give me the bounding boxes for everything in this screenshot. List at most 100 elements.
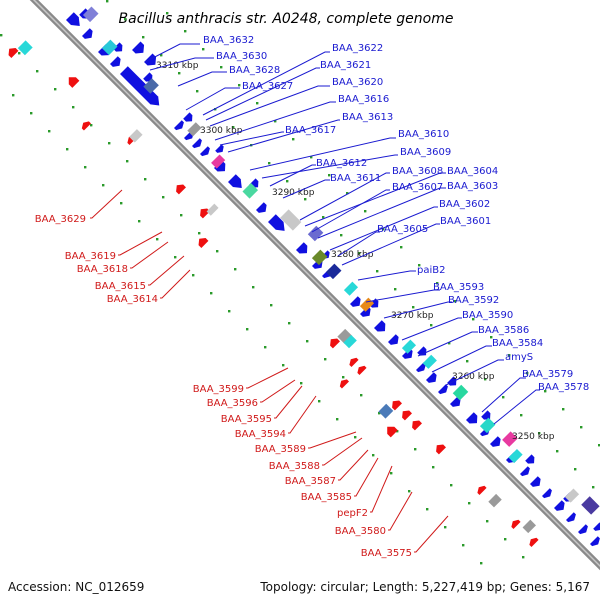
guide-dot [472, 318, 475, 321]
forward-gene [578, 524, 588, 535]
guide-dot [462, 544, 465, 547]
gene-label: BAA_3608 [392, 166, 443, 177]
guide-dot [30, 112, 33, 115]
feature-box [337, 328, 353, 344]
guide-dot [544, 390, 547, 393]
guide-dot [0, 34, 3, 37]
guide-dot [364, 210, 367, 213]
guide-dot [376, 270, 379, 273]
forward-gene [350, 296, 361, 307]
guide-dot [120, 202, 123, 205]
dotted-guides [0, 0, 600, 565]
guide-dot [210, 292, 213, 295]
guide-dot [436, 282, 439, 285]
guide-dot [426, 508, 429, 511]
guide-dot [382, 228, 385, 231]
guide-dot [192, 274, 195, 277]
guide-dot [18, 52, 21, 55]
guide-dot [480, 562, 483, 565]
guide-dot [360, 394, 363, 397]
forward-gene [110, 56, 121, 67]
gene-label: BAA_3589 [255, 444, 306, 455]
guide-dot [430, 324, 433, 327]
guide-dot [256, 102, 259, 105]
gene-label: BAA_3603 [447, 181, 498, 192]
reverse-gene [81, 121, 92, 131]
gene-label: BAA_3618 [77, 264, 128, 275]
feature-box [129, 129, 143, 143]
guide-dot [138, 220, 141, 223]
guide-dot [336, 418, 339, 421]
forward-gene [530, 476, 541, 487]
guide-dot [238, 84, 241, 87]
reverse-gene [357, 365, 367, 375]
guide-dot [306, 340, 309, 343]
guide-dot [90, 124, 93, 127]
guide-dot [300, 382, 303, 385]
gene-label: BAA_3587 [285, 476, 336, 487]
reverse-gene-labels: BAA_3629 BAA_3619 BAA_3618 BAA_3615 BAA_… [35, 214, 412, 559]
guide-dot [574, 468, 577, 471]
feature-box [17, 40, 33, 56]
feature-box [242, 183, 259, 199]
gene-features [8, 6, 600, 547]
gene-label: BAA_3605 [377, 224, 428, 235]
guide-dot [372, 454, 375, 457]
tick-3250: 3250 kbp [512, 432, 555, 442]
guide-dot [592, 486, 595, 489]
guide-dot [322, 216, 325, 219]
guide-dot [502, 396, 505, 399]
feature-box [343, 281, 359, 296]
guide-dot [142, 36, 145, 39]
guide-dot [178, 72, 181, 75]
guide-dot [156, 238, 159, 241]
guide-dot [216, 250, 219, 253]
feature-box [522, 519, 536, 534]
reverse-gene [339, 379, 350, 389]
reverse-gene [330, 338, 340, 349]
guide-dot [84, 166, 87, 169]
forward-gene [183, 112, 193, 122]
guide-dot [580, 426, 583, 429]
guide-dot [408, 490, 411, 493]
guide-dot [106, 0, 109, 3]
guide-dot [166, 12, 169, 15]
feature-box [359, 297, 375, 312]
feature-box [101, 39, 118, 56]
gene-label: BAA_3621 [320, 60, 371, 71]
gene-label: BAA_3575 [361, 548, 412, 559]
gene-label: BAA_3610 [398, 129, 449, 140]
guide-dot [126, 160, 129, 163]
guide-dot [232, 126, 235, 129]
feature-box [401, 339, 417, 354]
reverse-gene [387, 426, 398, 438]
feature-box [325, 263, 342, 280]
gene-label: BAA_3599 [193, 384, 244, 395]
guide-dot [448, 342, 451, 345]
forward-gene [256, 202, 267, 213]
guide-dot [264, 346, 267, 349]
guide-dot [400, 246, 403, 249]
feature-box [143, 78, 159, 94]
forward-leader-lines [144, 43, 540, 425]
gene-label: BAA_3630 [216, 51, 267, 62]
guide-dot [466, 360, 469, 363]
guide-dot [562, 408, 565, 411]
guide-dot [378, 412, 381, 415]
guide-dot [220, 66, 223, 69]
feature-box [564, 488, 580, 503]
guide-dot [310, 156, 313, 159]
guide-dot [504, 538, 507, 541]
reverse-gene [392, 400, 402, 411]
guide-dot [354, 436, 357, 439]
guide-dot [48, 130, 51, 133]
guide-dot [102, 184, 105, 187]
feature-box [378, 403, 394, 419]
guide-dot [538, 432, 541, 435]
gene-label: BAA_3629 [35, 214, 86, 225]
forward-gene [520, 466, 530, 477]
tick-3300: 3300 kbp [200, 126, 243, 136]
tick-3270: 3270 kbp [391, 311, 434, 321]
gene-label: BAA_3607 [392, 182, 443, 193]
guide-dot [54, 88, 57, 91]
